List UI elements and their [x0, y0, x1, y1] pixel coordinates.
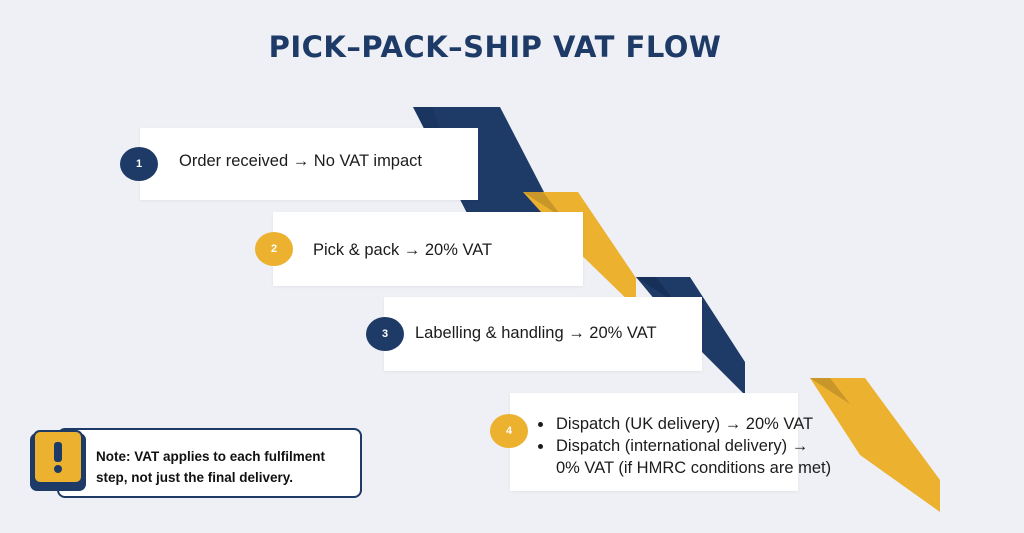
exclamation-icon	[33, 430, 83, 484]
step-card-4	[510, 393, 798, 491]
step-4-list: Dispatch (UK delivery) → 20% VAT Dispatc…	[532, 413, 831, 479]
step-card-1	[140, 128, 478, 200]
step-text-1: Order received → No VAT impact	[179, 152, 422, 170]
arrow-down-right-4	[810, 378, 940, 512]
step-badge-1: 1	[120, 147, 158, 181]
step-text-2: Pick & pack → 20% VAT	[313, 241, 493, 259]
step-text-3: Labelling & handling → 20% VAT	[415, 324, 657, 342]
step-badge-3: 3	[366, 317, 404, 351]
step-badge-2: 2	[255, 232, 293, 266]
step-badge-4: 4	[490, 414, 528, 448]
note-text: Note: VAT applies to each fulfilment ste…	[96, 449, 326, 485]
note-box	[57, 428, 362, 498]
page-title: PICK–PACK–SHIP VAT FLOW	[268, 30, 722, 64]
step-4-bullet-uk: Dispatch (UK delivery) → 20% VAT	[532, 413, 831, 435]
step-card-3	[384, 297, 702, 371]
step-card-2	[273, 212, 583, 286]
step-4-bullet-international: Dispatch (international delivery) →	[532, 435, 831, 457]
step-4-bullet-international-cont: 0% VAT (if HMRC conditions are met)	[556, 459, 832, 477]
